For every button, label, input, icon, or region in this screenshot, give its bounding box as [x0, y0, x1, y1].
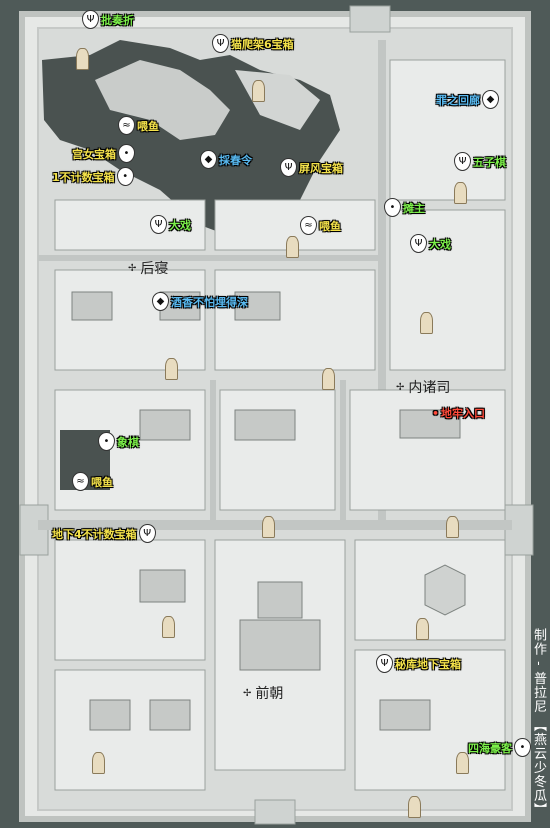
fish-icon: ≈	[72, 472, 89, 491]
marker-sihai[interactable]: 四海豪客•	[468, 738, 531, 757]
quest-flag-icon[interactable]	[420, 312, 433, 334]
fish-icon: ≈	[118, 116, 135, 135]
pin-icon: •	[118, 144, 135, 163]
marker-bujishu-1[interactable]: 1不计数宝箱•	[52, 167, 134, 186]
marker-zuizhihuilang[interactable]: 罪之回廊◆	[436, 90, 499, 109]
marker-weiyu-2[interactable]: ≈喂鱼	[300, 216, 341, 235]
quest-flag-icon[interactable]	[76, 48, 89, 70]
marker-gongnv[interactable]: 宫女宝箱•	[72, 144, 135, 163]
marker-tanzhu[interactable]: •摊主	[384, 198, 425, 217]
marker-caichunling[interactable]: ◆採春令	[200, 150, 252, 169]
area-hougong: ✢后寝	[128, 261, 169, 277]
diamond-icon: ◆	[482, 90, 499, 109]
diamond-icon: ◆	[152, 292, 169, 311]
tree-icon: Ψ	[280, 158, 297, 177]
quest-flag-icon[interactable]	[454, 182, 467, 204]
tree-icon: Ψ	[150, 215, 167, 234]
area-qianchao: ✢前朝	[243, 686, 284, 702]
quest-flag-icon[interactable]	[446, 516, 459, 538]
marker-jiuxiang[interactable]: ◆酒香不怕埋得深	[152, 292, 248, 311]
credit-text: 制作 - 普拉尼 【燕云少冬瓜】	[531, 628, 546, 817]
tree-icon: Ψ	[454, 152, 471, 171]
quest-flag-icon[interactable]	[408, 796, 421, 818]
marker-weiyu-3[interactable]: ≈喂鱼	[72, 472, 113, 491]
tree-icon: Ψ	[410, 234, 427, 253]
quest-flag-icon[interactable]	[456, 752, 469, 774]
dot-icon: •	[432, 406, 440, 420]
pin-icon: •	[116, 167, 134, 186]
quest-flag-icon[interactable]	[416, 618, 429, 640]
quest-flag-icon[interactable]	[286, 236, 299, 258]
marker-weiyu-1[interactable]: ≈喂鱼	[118, 116, 159, 135]
quest-flag-icon[interactable]	[165, 358, 178, 380]
area-neizhusi: ✢内诸司	[396, 380, 451, 396]
pin-icon: •	[514, 738, 531, 757]
quest-flag-icon[interactable]	[92, 752, 105, 774]
tree-icon: Ψ	[212, 34, 229, 53]
quest-flag-icon[interactable]	[322, 368, 335, 390]
fish-icon: ≈	[300, 216, 317, 235]
pin-icon: •	[98, 432, 115, 451]
quest-flag-icon[interactable]	[252, 80, 265, 102]
tree-icon: Ψ	[376, 654, 393, 673]
marker-xiangqi[interactable]: •象棋	[98, 432, 139, 451]
pin-icon: •	[384, 198, 401, 217]
marker-dilao[interactable]: •地牢入口	[432, 406, 486, 421]
tree-icon: Ψ	[82, 10, 99, 29]
tree-icon: Ψ	[138, 524, 156, 543]
quest-flag-icon[interactable]	[262, 516, 275, 538]
quest-flag-icon[interactable]	[162, 616, 175, 638]
diamond-icon: ◆	[200, 150, 217, 169]
